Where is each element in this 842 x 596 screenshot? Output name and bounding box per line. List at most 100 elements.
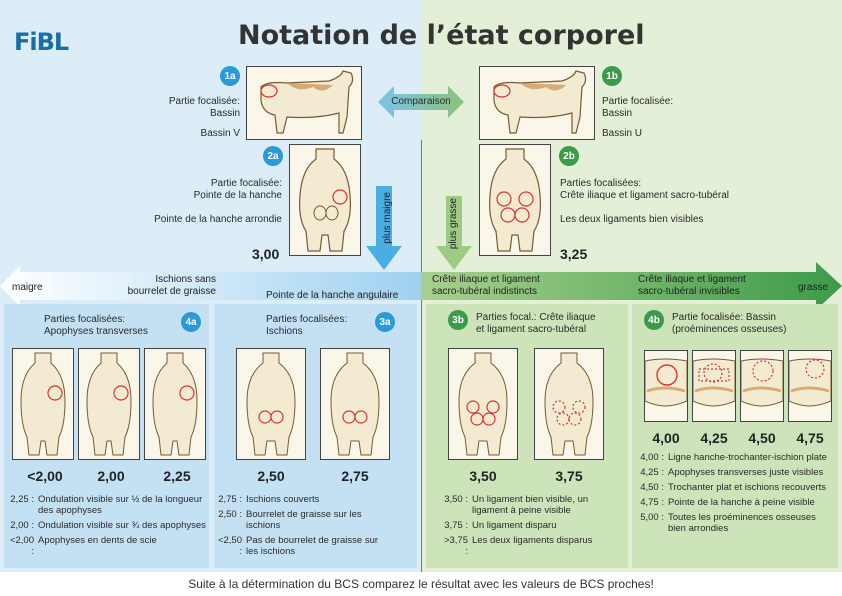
legend-key: 3,50 : [444, 494, 468, 505]
scale-ischions: Ischions sans bourrelet de graisse [120, 274, 216, 298]
legend-row: 4,00 : Ligne hanche-trochanter-ischion pl… [636, 452, 836, 463]
cow-rear-image [144, 348, 206, 460]
cow-rear-image [12, 348, 74, 460]
scale-crete-indistincts: Crête iliaque et ligament sacro-tubéral … [432, 274, 540, 298]
scale-crete2-line1: Crête iliaque et ligament [638, 274, 746, 285]
badge-4a: 4a [181, 312, 201, 332]
legend-row: 5,00 :Toutes les proéminences osseuses b… [636, 512, 836, 534]
badge-3a: 3a [375, 312, 395, 332]
cow-side-crop [740, 350, 784, 422]
cow-rear-image [448, 348, 518, 460]
badge-4b: 4b [644, 310, 664, 330]
legend-value: Ischions couverts [246, 494, 320, 505]
page-title: Notation de l’état corporel [238, 20, 645, 51]
fibl-logo: FiBL [14, 28, 69, 56]
panel-4b [632, 304, 838, 568]
footer-note: Suite à la détermination du BCS comparez… [188, 577, 654, 591]
scale-crete-invisibles: Crête iliaque et ligament sacro-tubéral … [638, 274, 746, 298]
cow-rear-image [236, 348, 306, 460]
cow-rear-image [320, 348, 390, 460]
cow-side-image-1b [479, 66, 595, 140]
legend-value: Apophyses transverses juste visibles [668, 467, 824, 478]
focus-1a-line2: Bassin [209, 108, 240, 119]
scale-crete2-line2: sacro-tubéral invisibles [638, 286, 740, 297]
focus-1b-line2: Bassin [602, 108, 633, 119]
plus-grasse-text: plus grasse [448, 198, 459, 250]
legend-row: 2,25 : Ondulation visible sur ½ de la lon… [6, 494, 206, 516]
score-4b-4: 4,75 [796, 430, 824, 446]
legend-value: Ondulation visible sur ½ de la longueur … [38, 494, 203, 516]
score-3b-2: 3,75 [555, 468, 583, 484]
badge-2b: 2b [559, 146, 579, 166]
scale-ischions-line1: Ischions sans [155, 274, 216, 285]
focus-4a-line2: Apophyses transverses [44, 326, 148, 337]
legend-row: 2,50 :Bourrelet de graisse sur les ischi… [214, 509, 384, 531]
legend-key: <2,00 : [9, 535, 34, 557]
badge-2a: 2a [263, 146, 283, 166]
arrow-plus-grasse [436, 196, 472, 270]
cow-rear-image [534, 348, 604, 460]
focus-4b: Partie focalisée: Bassin (proéminences o… [672, 312, 832, 336]
focus-1b-line1: Partie focalisée: [602, 96, 674, 107]
focus-3a: Parties focalisées: Ischions [266, 314, 376, 338]
score-4b-1: 4,00 [652, 430, 680, 446]
badge-1b: 1b [602, 66, 622, 86]
score-4a-1: <2,00 [27, 468, 63, 484]
legend-row: <2,00 : Apophyses en dents de scie [6, 535, 206, 557]
plus-maigre-label: plus maigre [382, 190, 393, 246]
focus-4b-line1: Partie focalisée: Bassin [672, 312, 776, 323]
cow-images-4b [644, 350, 832, 422]
scale-pointe: Pointe de la hanche angulaire [266, 290, 399, 301]
cow-rear-image-2b [479, 144, 551, 256]
legend-value: Ligne hanche-trochanter-ischion plate [668, 452, 827, 463]
legend-row: 4,25 :Apophyses transverses juste visibl… [636, 467, 836, 478]
legend-key: 4,00 : [640, 452, 664, 463]
legend-value: Les deux ligaments disparus [472, 535, 593, 546]
legend-value: Toutes les proéminences osseuses bien ar… [668, 512, 816, 534]
focus-1a-line1: Partie focalisée: [168, 96, 240, 107]
note-1a: Bassin V [200, 128, 240, 139]
legend-value: Ondulation visible sur ¾ des apophyses [38, 520, 206, 531]
focus-1b: Partie focalisée: Bassin [602, 96, 712, 120]
focus-3b-line2: et ligament sacro-tubéral [476, 324, 587, 335]
focus-3b-line1: Parties focal.: Crête iliaque [476, 312, 596, 323]
score-3a-1: 2,50 [257, 468, 285, 484]
legend-value: Apophyses en dents de scie [38, 535, 157, 546]
note-2a: Pointe de la hanche arrondie [154, 214, 282, 225]
scale-grasse: grasse [798, 282, 829, 293]
legend-row: <2,50 :Pas de bourrelet de graisse sur l… [214, 535, 384, 557]
cow-images-4a [12, 348, 206, 460]
cow-images-3a [236, 348, 390, 460]
score-2a: 3,00 [252, 246, 280, 262]
focus-2a-line1: Partie focalisée: [210, 178, 282, 189]
scale-crete1-line1: Crête iliaque et ligament [432, 274, 540, 285]
focus-4a: Parties focalisées: Apophyses transverse… [44, 314, 184, 338]
legend-key: 2,00 : [10, 520, 34, 531]
note-1b: Bassin U [602, 128, 643, 139]
focus-2b-line1: Parties focalisées: [560, 178, 642, 189]
score-3a-2: 2,75 [341, 468, 369, 484]
badge-1a: 1a [220, 66, 240, 86]
focus-3a-line2: Ischions [266, 326, 303, 337]
score-3b-1: 3,50 [469, 468, 497, 484]
comparison-label: Comparaison [391, 96, 451, 107]
focus-2a: Partie focalisée: Pointe de la hanche [186, 178, 282, 202]
legend-key: 2,25 : [10, 494, 34, 505]
legend-key: 2,75 : [218, 494, 242, 505]
legend-key: >3,75 : [443, 535, 468, 557]
focus-4a-line1: Parties focalisées: [44, 314, 126, 325]
legend-value: Pointe de la hanche à peine visible [668, 497, 815, 508]
cow-images-3b [448, 348, 604, 460]
focus-1a: Partie focalisée: Bassin [150, 96, 240, 120]
score-4b-2: 4,25 [700, 430, 728, 446]
legend-3b: 3,50 :Un ligament bien visible, un ligam… [440, 494, 620, 557]
scale-crete1-line2: sacro-tubéral indistincts [432, 286, 538, 297]
focus-2b-line2: Crête iliaque et ligament sacro-tubéral [560, 190, 729, 201]
legend-key: 4,75 : [640, 497, 664, 508]
scale-arrow [0, 262, 842, 310]
scale-maigre: maigre [12, 282, 43, 293]
legend-3a: 2,75 : Ischions couverts 2,50 :Bourrelet … [214, 494, 384, 557]
cow-rear-image [78, 348, 140, 460]
score-2b: 3,25 [560, 246, 588, 262]
cow-side-crop [644, 350, 688, 422]
